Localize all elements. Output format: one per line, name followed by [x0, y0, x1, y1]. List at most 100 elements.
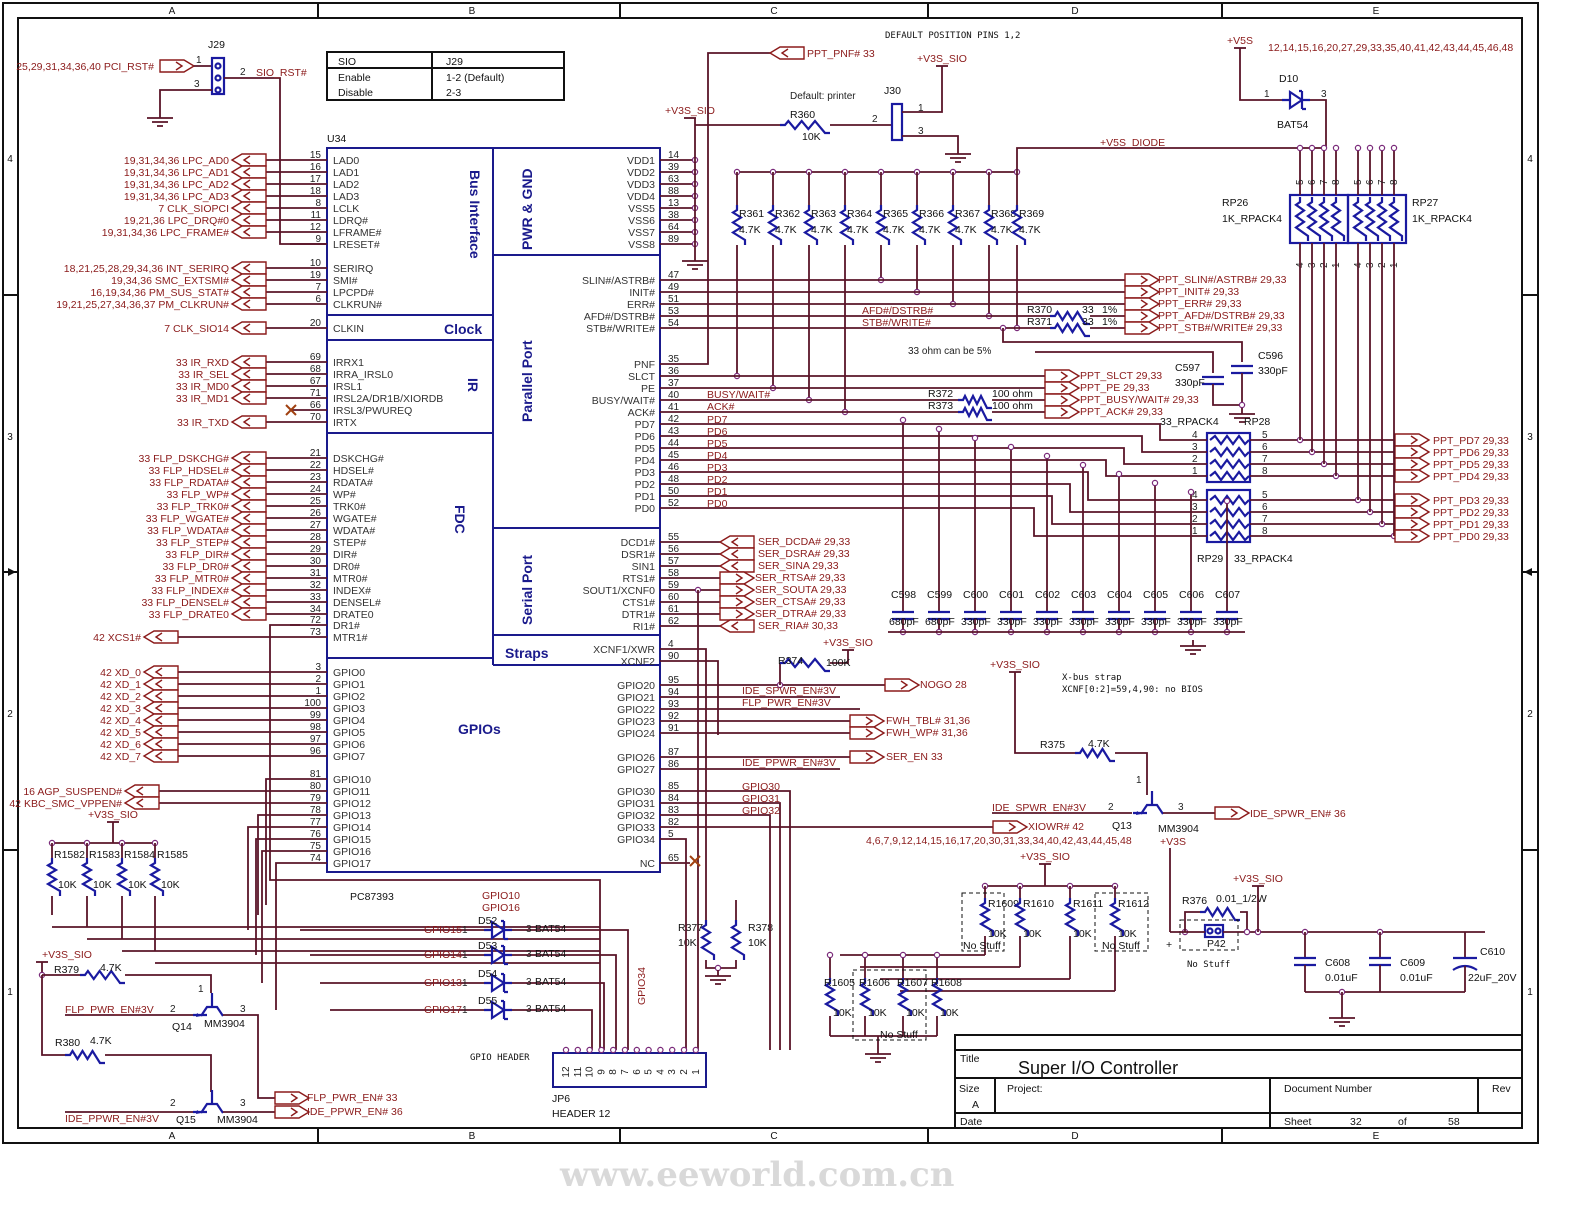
pin-name: LDRQ#	[333, 215, 368, 227]
power-label: +V5S	[1227, 35, 1253, 47]
page-refs: 19,31,34,36	[124, 155, 180, 167]
offpage-connector-icon	[142, 689, 179, 703]
pin-number: 3	[1192, 442, 1198, 453]
page-refs: 29,33	[1483, 471, 1509, 483]
rp29-value: 33_RPACK4	[1234, 553, 1293, 565]
junction-dot	[1308, 144, 1316, 152]
junction-dot	[933, 951, 941, 959]
pin-name: LFRAME#	[333, 227, 382, 239]
note-xbus: X-bus strap	[1062, 673, 1122, 683]
resistor-ref: R368	[991, 208, 1016, 220]
capacitor-ref: C603	[1071, 589, 1096, 601]
power-label: +V3S_SIO	[1233, 873, 1283, 885]
net-label: 19,31,34,36 LPC_AD2	[124, 179, 229, 191]
resistor-ref: R1608	[931, 977, 962, 989]
wire	[660, 790, 791, 1050]
pin-number: 38	[668, 210, 680, 221]
wire-label: PD4	[707, 450, 728, 462]
wire	[1115, 752, 1148, 795]
pin-number: 35	[668, 354, 680, 365]
pin-number: 84	[668, 793, 680, 804]
pin-number: 71	[310, 388, 322, 399]
pin-number: 8	[1331, 179, 1342, 185]
c596-value: 330pF	[1258, 365, 1288, 377]
wire-label: PD5	[707, 438, 728, 450]
resistor-symbol	[930, 978, 947, 1016]
diode-ref: D52	[478, 915, 497, 927]
resistor-symbol	[1388, 197, 1404, 241]
net-label: PPT_SLCT 29,33	[1080, 370, 1162, 382]
resistor-ref: R369	[1019, 208, 1044, 220]
capacitor-ref: C598	[891, 589, 916, 601]
resistor-ref: R1585	[157, 849, 188, 861]
resistor-symbol	[1063, 898, 1080, 936]
pin-number: 7	[1262, 514, 1268, 525]
net-label: PPT_PE 29,33	[1080, 382, 1150, 394]
wire-label: GPIO10	[482, 890, 520, 902]
pin-name: IRRX1	[333, 357, 364, 369]
pin-number: 30	[310, 556, 322, 567]
pin-number: 83	[668, 805, 680, 816]
junction-dot	[1366, 144, 1374, 152]
page-refs: 33	[863, 48, 875, 60]
capacitor-value: 330pF	[1141, 616, 1171, 628]
net-label: 42 XD_2	[100, 691, 141, 703]
pin-name: DCD1#	[621, 537, 656, 549]
capacitor-value: 680pF	[925, 616, 955, 628]
j29-ref: J29	[208, 39, 225, 51]
net-label: SER_RTSA# 29,33	[755, 572, 845, 584]
pin-name: GPIO21	[617, 692, 655, 704]
pin-name: GPIO10	[333, 774, 371, 786]
diode-value: BAT54	[535, 923, 566, 935]
pin-name: WDATA#	[333, 525, 375, 537]
page-refs: 19,21,25,27,34,36,37	[56, 299, 155, 311]
pin-name: INIT#	[629, 287, 655, 299]
pin-name: IRSL2A/DR1B/XIORDB	[333, 393, 443, 405]
c596-ref: C596	[1258, 350, 1283, 362]
rp28-ref: RP28	[1244, 416, 1270, 428]
net-name: XD_5	[115, 727, 141, 739]
net-name: PPT_SLIN#/ASTRB#	[1158, 274, 1257, 286]
pin-number: 7	[315, 282, 321, 293]
page-refs: 19,31,34,36	[124, 191, 180, 203]
net-name: XD_3	[115, 703, 141, 715]
pin-name: PD3	[635, 467, 656, 479]
offpage-connector-icon	[719, 583, 756, 597]
page-refs: 29,33	[1483, 495, 1509, 507]
net-label: 16 AGP_SUSPEND#	[23, 786, 122, 798]
pin-number: 56	[668, 544, 680, 555]
pin-name: GPIO15	[333, 834, 371, 846]
jumper-pin	[214, 86, 222, 94]
net-name: FWH_WP#	[886, 727, 939, 739]
pin-number: 47	[668, 270, 680, 281]
offpage-connector-icon	[1044, 393, 1081, 407]
net-name: FLP_STEP#	[171, 537, 230, 549]
page-refs: 33	[148, 465, 160, 477]
pin-name: VDD4	[627, 191, 655, 203]
net-label: PPT_AFD#/DSTRB# 29,33	[1158, 310, 1285, 322]
resistor-symbol	[1330, 197, 1346, 241]
resistor-ref: R363	[811, 208, 836, 220]
pin-number: 79	[310, 793, 322, 804]
net-label: 33 FLP_WDATA#	[147, 525, 229, 537]
frame-column-label: A	[169, 6, 176, 17]
net-name: SMC_EXTSMI#	[155, 275, 229, 287]
net-label: SER_RIA# 30,33	[758, 620, 838, 632]
net-name: PPT_STB#/WRITE#	[1158, 322, 1253, 334]
offpage-connector-icon	[849, 750, 886, 764]
net-label: 33 IR_TXD	[177, 417, 229, 429]
junction-dot	[680, 1046, 688, 1054]
net-name: PPT_SLCT	[1080, 370, 1134, 382]
capacitor-value: 0.01uF	[1325, 972, 1358, 984]
diode-ref: D55	[478, 995, 497, 1007]
diode-icon	[484, 999, 512, 1021]
pin-name: GPIO17	[333, 858, 371, 870]
junction-dot	[1238, 401, 1246, 409]
offpage-connector-icon	[1124, 285, 1161, 299]
pin-number: 8	[1262, 466, 1268, 477]
wire	[1310, 99, 1327, 148]
net-label: PPT_PD1 29,33	[1433, 519, 1509, 531]
page-refs: 42	[93, 632, 105, 644]
offpage-connector-icon	[230, 261, 267, 275]
pin-number: 8	[1262, 526, 1268, 537]
